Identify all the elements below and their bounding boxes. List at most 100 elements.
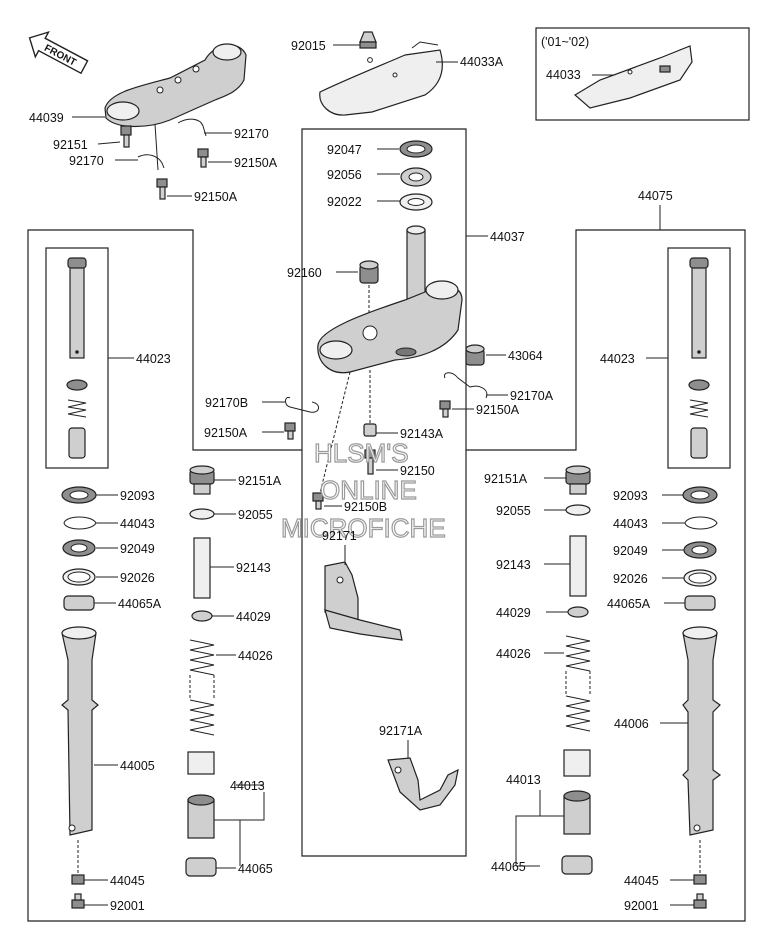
- label-44006: 44006: [614, 717, 649, 731]
- label-92001-left: 92001: [110, 899, 145, 913]
- washer-92026-left: [62, 568, 96, 586]
- label-44065A-left: 44065A: [118, 597, 162, 611]
- label-44026-right: 44026: [496, 647, 531, 661]
- label-44023-left: 44023: [136, 352, 171, 366]
- label-44023-right: 44023: [600, 352, 635, 366]
- bearing-92056: [400, 167, 432, 187]
- label-92150A-2: 92150A: [194, 190, 238, 204]
- spring-44026-right: [565, 635, 591, 732]
- seal-92049-left: [62, 539, 96, 557]
- label-44045-right: 44045: [624, 874, 659, 888]
- damper-44013-left: [187, 751, 215, 839]
- label-92015: 92015: [291, 39, 326, 53]
- washer-44045-right: [693, 874, 707, 885]
- label-44065-left: 44065: [238, 862, 273, 876]
- label-92026-left: 92026: [120, 571, 155, 585]
- cap-92015: [359, 31, 377, 49]
- bolt-92150: [364, 449, 376, 475]
- outer-tube-44005: [61, 626, 99, 836]
- label-92055-right: 92055: [496, 504, 531, 518]
- seal-92049-right: [683, 541, 717, 559]
- label-92143-right: 92143: [496, 558, 531, 572]
- nut-43064: [465, 344, 485, 366]
- label-92049-left: 92049: [120, 542, 155, 556]
- seat-44029-left: [191, 610, 213, 622]
- label-44033: 44033: [546, 68, 581, 82]
- label-92150A-4: 92150A: [204, 426, 248, 440]
- left-fork-seals: [61, 486, 97, 611]
- seal-92093-right: [682, 486, 718, 504]
- stem-bracket-44037: [317, 225, 463, 374]
- spacer-92143-left: [193, 537, 211, 599]
- cap-bolt-92151A-right: [565, 465, 591, 495]
- label-44013-right: 44013: [506, 773, 541, 787]
- label-92093-right: 92093: [613, 489, 648, 503]
- part-labels: 92015 44033A ('01~'02) 44033 44039 92151…: [29, 35, 673, 913]
- bolt-92150A-4: [284, 422, 296, 440]
- label-44013-left: 44013: [230, 779, 265, 793]
- bushing-44065A-right: [684, 595, 716, 611]
- label-92026-right: 92026: [613, 572, 648, 586]
- label-92151: 92151: [53, 138, 88, 152]
- seat-44029-right: [567, 606, 589, 618]
- label-92143A: 92143A: [400, 427, 444, 441]
- label-44065A-right: 44065A: [607, 597, 651, 611]
- label-92049-right: 92049: [613, 544, 648, 558]
- label-44033A: 44033A: [460, 55, 504, 69]
- label-44043-right: 44043: [613, 517, 648, 531]
- spacer-92143-right: [569, 535, 587, 597]
- bolt-92001-right: [693, 893, 707, 909]
- label-92171: 92171: [322, 529, 357, 543]
- watermark-line-1: HLSM'S: [314, 438, 409, 468]
- label-92170-top: 92170: [234, 127, 269, 141]
- bolt-92151: [120, 125, 132, 148]
- label-92056: 92056: [327, 168, 362, 182]
- cover-44033A: [319, 41, 443, 116]
- inset-box-44033: [535, 27, 750, 121]
- inner-tube-44023-right: [688, 257, 710, 459]
- label-92170A: 92170A: [510, 389, 554, 403]
- bolt-92150A-2: [156, 178, 168, 200]
- label-44029-left: 44029: [236, 610, 271, 624]
- bushing-44065A-left: [63, 595, 95, 611]
- label-92093-left: 92093: [120, 489, 155, 503]
- label-44075: 44075: [638, 189, 673, 203]
- bolt-92150A-1: [197, 148, 209, 168]
- collar-92143A: [363, 423, 377, 437]
- label-92047: 92047: [327, 143, 362, 157]
- label-92055-left: 92055: [238, 508, 273, 522]
- label-92150A-1: 92150A: [234, 156, 278, 170]
- right-fork-seals: [682, 486, 718, 611]
- clip-44043-right: [684, 516, 718, 530]
- collar-92160: [359, 260, 379, 284]
- cover-44033-inset: [573, 45, 693, 109]
- label-92150: 92150: [400, 464, 435, 478]
- oring-92055-right: [565, 504, 591, 516]
- label-92151A-right: 92151A: [484, 472, 528, 486]
- bolt-92150A-3: [439, 400, 451, 418]
- label-92143-left: 92143: [236, 561, 271, 575]
- watermark-line-3: MICROFICHE: [281, 513, 446, 543]
- bolt-92001-left: [71, 893, 85, 909]
- label-44065-right: 44065: [491, 860, 526, 874]
- label-44037: 44037: [490, 230, 525, 244]
- label-92170-left: 92170: [69, 154, 104, 168]
- cap-bolt-92151A-left: [189, 465, 215, 495]
- watermark: HLSM'S ONLINE MICROFICHE: [280, 437, 446, 543]
- clamp-92170-lower: [137, 154, 165, 169]
- damper-44013-right: [563, 749, 591, 835]
- label-43064: 43064: [508, 349, 543, 363]
- bracket-92171: [324, 561, 403, 641]
- clamp-92170A: [443, 372, 488, 399]
- clip-44043-left: [63, 516, 97, 530]
- washer-44045-left: [71, 874, 85, 885]
- label-44043-left: 44043: [120, 517, 155, 531]
- label-44005: 44005: [120, 759, 155, 773]
- leader-lines-top-left: [72, 116, 232, 197]
- label-44045-left: 44045: [110, 874, 145, 888]
- label-44039: 44039: [29, 111, 64, 125]
- label-92150A-3: 92150A: [476, 403, 520, 417]
- washer-92022: [399, 193, 433, 211]
- oring-92055-left: [189, 508, 215, 520]
